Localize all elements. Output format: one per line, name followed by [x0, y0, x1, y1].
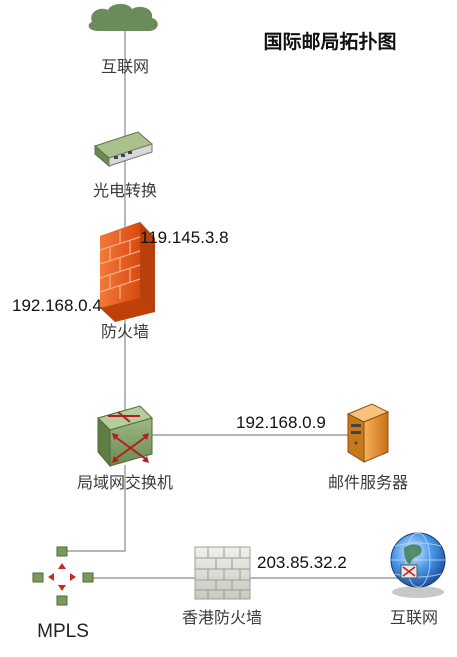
server-icon	[346, 403, 390, 463]
mail-server-label: 邮件服务器	[328, 473, 408, 492]
diagram-title: 国际邮局拓扑图	[263, 30, 396, 53]
internet-top-label: 互联网	[101, 57, 149, 76]
lan-switch-label: 局域网交换机	[77, 473, 173, 492]
hk-firewall-label: 香港防火墙	[182, 608, 262, 627]
internet-bottom-label: 互联网	[390, 608, 438, 627]
firewall-wan-ip: 119.145.3.8	[140, 228, 229, 247]
firewall-lan-ip: 192.168.0.4	[12, 296, 102, 315]
mail-server-ip: 192.168.0.9	[236, 413, 326, 432]
link-switch-to-mpls	[62, 465, 126, 552]
hk-firewall-ip: 203.85.32.2	[257, 553, 347, 572]
mpls-router-icon	[32, 546, 94, 606]
gray-brick-wall-icon	[194, 546, 251, 600]
brick-firewall-icon	[99, 222, 155, 322]
mpls-label: MPLS	[37, 621, 89, 642]
firewall-label: 防火墙	[101, 322, 149, 341]
connection-lines	[62, 28, 400, 579]
media-converter-icon	[93, 131, 154, 168]
switch-icon	[97, 405, 153, 468]
globe-icon	[390, 532, 446, 598]
cloud-icon	[88, 3, 158, 31]
media-converter-label: 光电转换	[93, 181, 157, 200]
